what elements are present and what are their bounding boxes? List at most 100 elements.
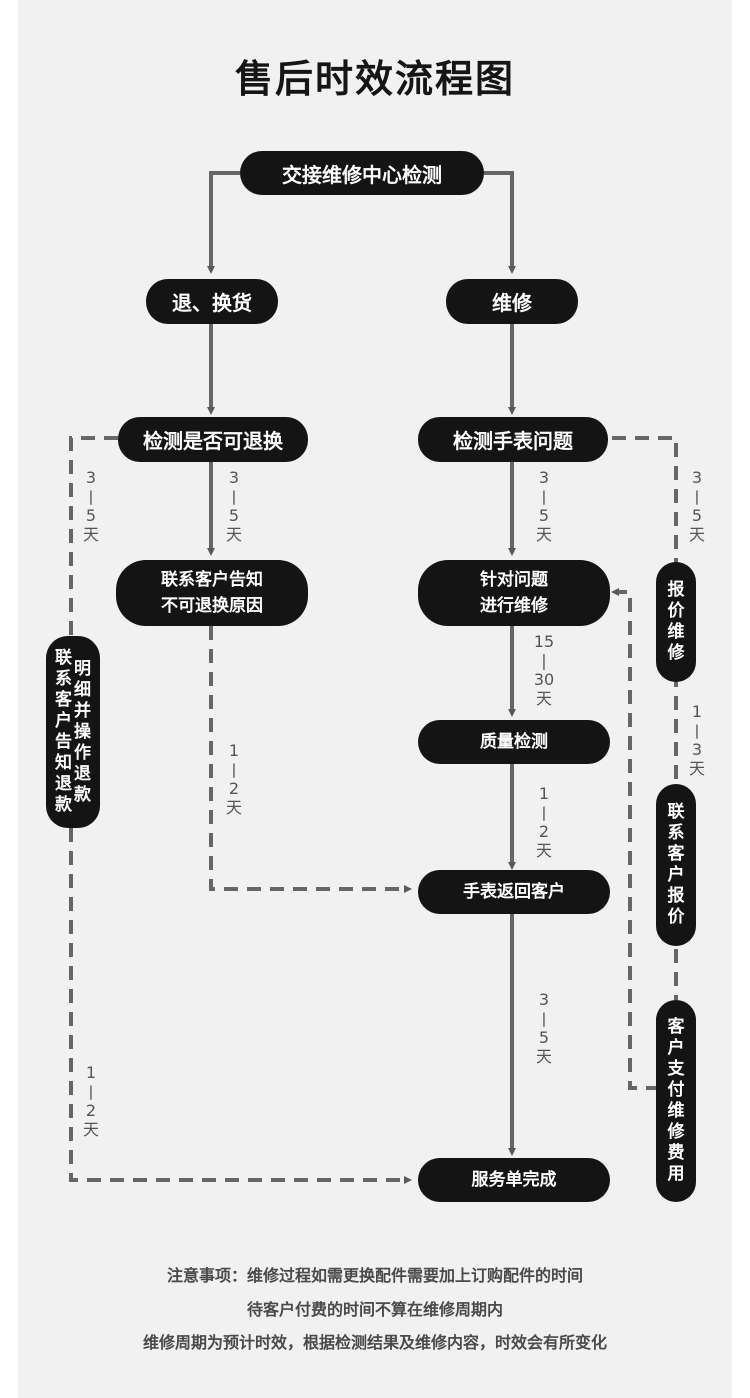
customer-pay-char: 付 (667, 1080, 685, 1100)
node-notify-reason: 联系客户告知 不可退换原因 (116, 560, 308, 626)
notify-reason-line2: 不可退换原因 (161, 596, 263, 616)
node-return-exchange: 退、换货 (146, 279, 278, 324)
edge-start-return (207, 171, 240, 274)
duration-return-3-5-char: 天 (535, 1047, 552, 1066)
duration-notify-3-5-char: 天 (225, 525, 242, 544)
refund-right-char: 退 (74, 763, 91, 784)
refund-left-char: 告 (55, 732, 72, 752)
customer-pay-char: 支 (667, 1059, 685, 1079)
duration-right-1-3-char: | (694, 721, 700, 740)
node-customer-pay: 客户支付维修费用 (656, 1000, 696, 1202)
duration-notify-1-2-char: 2 (228, 779, 240, 798)
duration-repair-3-5-char: 天 (535, 525, 552, 544)
duration-repair-15-30-part: 天 (535, 689, 552, 708)
customer-pay-char: 费 (667, 1143, 685, 1163)
customer-pay-char: 修 (667, 1122, 685, 1142)
refund-right-char: 明 (74, 658, 91, 679)
duration-right-3-5-char: 3 (691, 468, 703, 487)
quote-repair-char: 价 (667, 601, 685, 621)
duration-repair-3-5-char: | (541, 487, 547, 506)
duration-notify-3-5-char: | (231, 487, 237, 506)
duration-right-3-5-char: | (694, 487, 700, 506)
customer-pay-char: 维 (667, 1101, 685, 1121)
note-line-2: 待客户付费的时间不算在维修周期内 (246, 1300, 503, 1319)
refund-left-char: 户 (55, 711, 72, 731)
duration-left-1-2-char: 2 (85, 1101, 97, 1120)
refund-left-char: 退 (55, 774, 72, 794)
refund-left-char: 款 (55, 795, 72, 815)
duration-quality-1-2-char: | (541, 803, 547, 822)
duration-left-1-2-char: | (88, 1082, 94, 1101)
customer-pay-char: 户 (667, 1038, 685, 1058)
refund-left-char: 客 (55, 690, 72, 710)
refund-right-char: 操 (74, 721, 91, 742)
quote-repair-char: 维 (667, 622, 685, 642)
refund-left-char: 知 (55, 753, 72, 773)
contact-quote-char: 价 (667, 907, 685, 927)
duration-left-3-5-char: 3 (85, 468, 97, 487)
duration-repair-15-30-part: 15 (533, 632, 555, 651)
duration-left-3-5-char: 天 (82, 525, 99, 544)
node-return-watch: 手表返回客户 (418, 870, 610, 914)
node-contact-quote: 联系客户报价 (656, 784, 696, 946)
note-line-1: 注意事项：维修过程如需更换配件需要加上订购配件的时间 (166, 1266, 583, 1285)
duration-notify-3-5-char: 5 (228, 506, 240, 525)
node-start: 交接维修中心检测 (240, 151, 484, 195)
duration-quality-1-2-char: 1 (538, 784, 550, 803)
duration-quality-1-2-char: 2 (538, 822, 550, 841)
node-repair: 维修 (446, 279, 578, 324)
contact-quote-char: 联 (667, 802, 685, 822)
duration-left-1-2-char: 1 (85, 1063, 97, 1082)
duration-repair-15-30-part: 30 (533, 670, 555, 689)
repair-issue-line2: 进行维修 (480, 596, 548, 616)
duration-repair-3-5-char: 3 (538, 468, 550, 487)
duration-right-1-3-char: 1 (691, 702, 703, 721)
duration-repair-3-5-char: 5 (538, 506, 550, 525)
node-quote-repair: 报价维修 (656, 562, 696, 682)
duration-return-3-5-char: | (541, 1009, 547, 1028)
duration-right-3-5-char: 5 (691, 506, 703, 525)
customer-pay-char: 用 (667, 1164, 685, 1184)
duration-notify-1-2-char: 1 (228, 741, 240, 760)
node-check-returnable: 检测是否可退换 (118, 417, 308, 462)
refund-right-char: 作 (74, 742, 91, 763)
duration-left-1-2-char: 天 (82, 1120, 99, 1139)
refund-left-char: 系 (55, 669, 72, 689)
notify-reason-line1: 联系客户告知 (161, 570, 263, 590)
flowchart-panel (18, 0, 732, 1398)
edge-start-repair (484, 171, 516, 274)
duration-right-1-3-char: 3 (691, 740, 703, 759)
refund-col-right: 明细并操作退款 (74, 659, 91, 806)
duration-notify-1-2-char: | (231, 760, 237, 779)
duration-notify-1-2-char: 天 (225, 798, 242, 817)
refund-right-char: 款 (74, 784, 91, 805)
duration-repair-15-30-part: | (541, 651, 547, 670)
duration-right-3-5-char: 天 (688, 525, 705, 544)
repair-issue-line1: 针对问题 (480, 570, 548, 590)
edge-notify-returnwatch (209, 626, 412, 893)
duration-quality-1-2-char: 天 (535, 841, 552, 860)
contact-quote-char: 客 (667, 844, 685, 864)
customer-pay-char: 客 (667, 1017, 685, 1037)
duration-notify-3-5-char: 3 (228, 468, 240, 487)
node-refund: 联系客户告知退款 明细并操作退款 (46, 636, 100, 828)
duration-return-3-5-char: 3 (538, 990, 550, 1009)
node-quality-check: 质量检测 (418, 720, 610, 764)
refund-right-char: 并 (74, 700, 91, 721)
node-check-watch: 检测手表问题 (418, 417, 608, 462)
refund-left-char: 联 (55, 648, 72, 668)
duration-left-3-5-char: 5 (85, 506, 97, 525)
duration-right-1-3-char: 天 (688, 759, 705, 778)
contact-quote-char: 报 (667, 886, 685, 906)
chart-title: 售后时效流程图 (234, 57, 515, 101)
